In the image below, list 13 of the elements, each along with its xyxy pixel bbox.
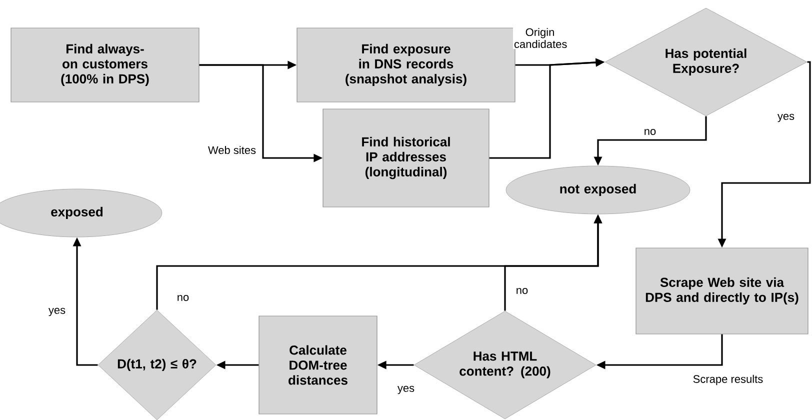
edge-label: Scrape results [692, 374, 764, 386]
edge-label: Web sites [206, 144, 258, 156]
process-box: Calculate DOM-tree distances [258, 316, 378, 414]
edge-label: no [642, 128, 658, 136]
edge-label: Origin candidates [513, 26, 567, 50]
process-box: Scrape Web site via DPS and directly to IP(s) [636, 248, 808, 334]
process-box: Find exposure in DNS records (snapshot analysis) [296, 28, 516, 102]
process-box: Find always-on customers (100% in DPS) [10, 28, 200, 102]
edge-label: yes [396, 384, 416, 396]
process-box: Find historical IP addresses (longitudinal) [322, 108, 490, 208]
edge-label: yes [47, 306, 67, 318]
edge-label: no [176, 294, 190, 302]
edge-label: no [514, 286, 530, 295]
